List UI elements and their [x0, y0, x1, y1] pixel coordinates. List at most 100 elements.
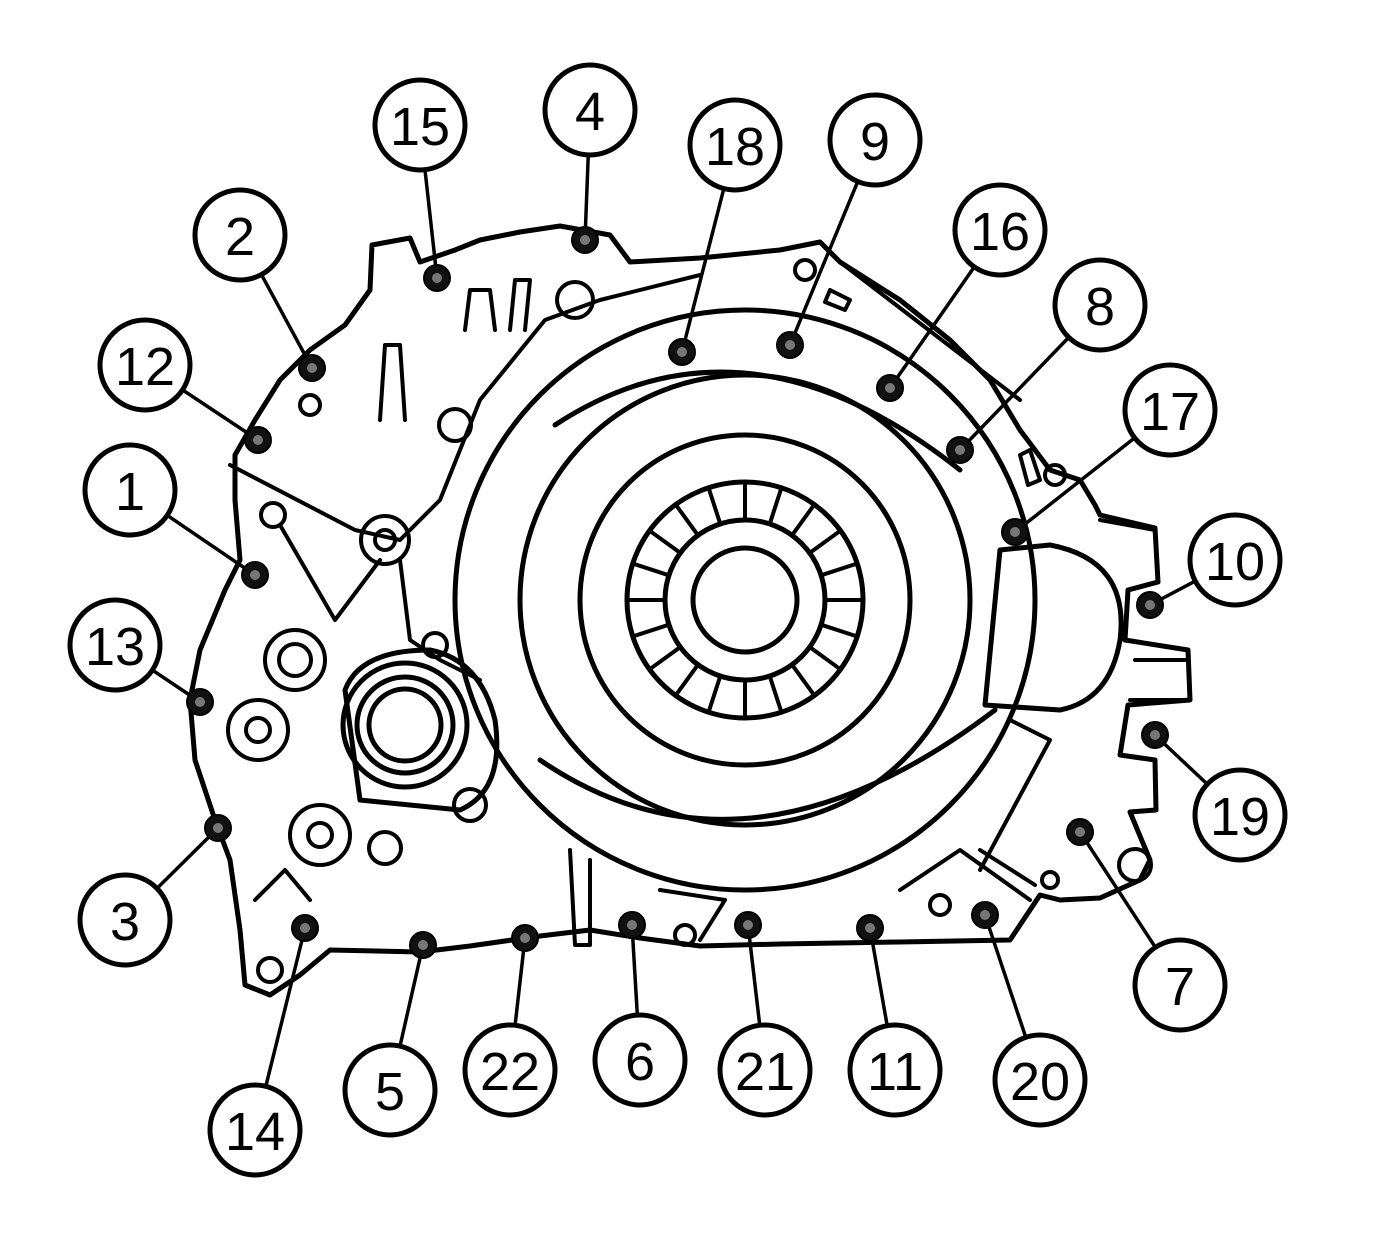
spline-tooth: [791, 504, 816, 536]
callout-label: 13: [85, 617, 145, 677]
callout-label: 4: [575, 82, 605, 142]
leader-line: [746, 924, 762, 1026]
bell-housing-outer-ring: [452, 307, 1038, 893]
callout-circle: [82, 442, 178, 538]
leader-line: [155, 826, 220, 890]
rib-bottom-tab: [568, 848, 592, 947]
callout-circle: [97, 317, 193, 413]
spline-tooth: [791, 664, 816, 696]
differential-boss-outer: [340, 660, 470, 790]
bell-housing-ring-2: [517, 372, 973, 828]
callout-label: 17: [1140, 382, 1200, 442]
callout-circle: [952, 182, 1048, 278]
input-shaft-bore: [690, 545, 800, 655]
bolt-head-center: [980, 910, 990, 920]
differential-boss-inner: [366, 686, 444, 764]
boss-top: [555, 280, 595, 320]
callout-circle: [342, 1042, 438, 1138]
boss-upper-right: [793, 258, 817, 282]
leader-line: [680, 188, 726, 353]
pump-housing-lobe: [982, 542, 1124, 713]
rib-top-fingers: [463, 278, 532, 332]
callout-label: 18: [705, 117, 765, 177]
leader-line: [583, 154, 591, 241]
leader-line: [958, 336, 1071, 452]
boss-right-lower-small: [1040, 870, 1060, 890]
rib-upper-right-slot: [823, 288, 852, 312]
boss-lower-rib: [673, 923, 697, 947]
boss-bottom-left-small: [367, 830, 403, 866]
leader-line: [888, 265, 976, 389]
boss-upper-left: [359, 514, 411, 566]
spline-tooth: [649, 529, 681, 554]
bolt-head-center: [250, 570, 260, 580]
bolt-head-center: [195, 697, 205, 707]
bolt-callout-5: 5: [342, 931, 438, 1138]
callout-label: 19: [1210, 787, 1270, 847]
callout-label: 21: [735, 1042, 795, 1102]
spline-tooth: [674, 664, 699, 696]
bolt-callout-22: 22: [462, 924, 558, 1118]
bolt-callout-13: 13: [67, 597, 214, 716]
leader-line: [513, 937, 527, 1026]
spline-tooth: [649, 646, 681, 671]
callout-circle: [827, 92, 923, 188]
callout-label: 14: [225, 1102, 285, 1162]
bolt-callout-16: 16: [876, 182, 1048, 402]
callout-circle: [67, 597, 163, 693]
leader-line: [630, 924, 640, 1016]
differential-boss-mid: [354, 674, 456, 776]
bolt-head-center: [1010, 527, 1020, 537]
leader-line: [1013, 436, 1136, 534]
callout-label: 20: [1010, 1052, 1070, 1112]
bolt-head-center: [677, 347, 687, 357]
bolt-head-center: [300, 923, 310, 933]
spline-tooth: [809, 529, 841, 554]
boss-right-upper: [1043, 463, 1067, 487]
spline-tooth: [707, 675, 722, 713]
input-shaft-splines: [627, 482, 863, 718]
callout-circle: [1052, 257, 1148, 353]
callout-label: 7: [1165, 957, 1195, 1017]
boss-bottom-left: [288, 803, 352, 867]
callout-circle: [1132, 937, 1228, 1033]
callout-circle: [1187, 512, 1283, 608]
bolt-head-center: [418, 940, 428, 950]
bolt-head-center: [432, 273, 442, 283]
callout-label: 12: [115, 337, 175, 397]
callout-label: 2: [225, 207, 255, 267]
callout-label: 11: [867, 1042, 923, 1102]
spline-tooth: [768, 487, 783, 525]
leader-line: [983, 914, 1028, 1038]
spline-tooth: [768, 675, 783, 713]
bolt-callout-7: 7: [1066, 818, 1228, 1033]
rib-left-vertical: [398, 558, 482, 682]
bolt-head-center: [885, 383, 895, 393]
callout-label: 16: [970, 202, 1030, 262]
callout-circle: [717, 1022, 813, 1118]
bolt-head-center: [1075, 827, 1085, 837]
upper-arc-rib: [552, 369, 963, 473]
rib-right-slot: [1018, 448, 1042, 487]
bolt-callout-17: 17: [1001, 362, 1218, 546]
callout-label: 10: [1205, 532, 1265, 592]
bolt-head-center: [955, 445, 965, 455]
bolt-head-center: [865, 923, 875, 933]
callout-circle: [542, 62, 638, 158]
callout-label: 22: [480, 1042, 540, 1102]
spline-tooth: [820, 623, 858, 638]
spline-tooth: [632, 623, 670, 638]
rib-lower-mid: [658, 888, 727, 942]
bolt-callout-8: 8: [946, 257, 1148, 464]
rib-right-bracket: [1098, 518, 1190, 702]
boss-left-top: [298, 393, 322, 417]
callout-circle: [462, 1022, 558, 1118]
boss-left-lower: [226, 698, 290, 762]
boss-bottom-left-hole: [306, 821, 334, 849]
bolt-callout-14: 14: [207, 914, 319, 1178]
spline-tooth: [809, 646, 841, 671]
bolt-head-center: [213, 823, 223, 833]
spline-tooth: [707, 487, 722, 525]
